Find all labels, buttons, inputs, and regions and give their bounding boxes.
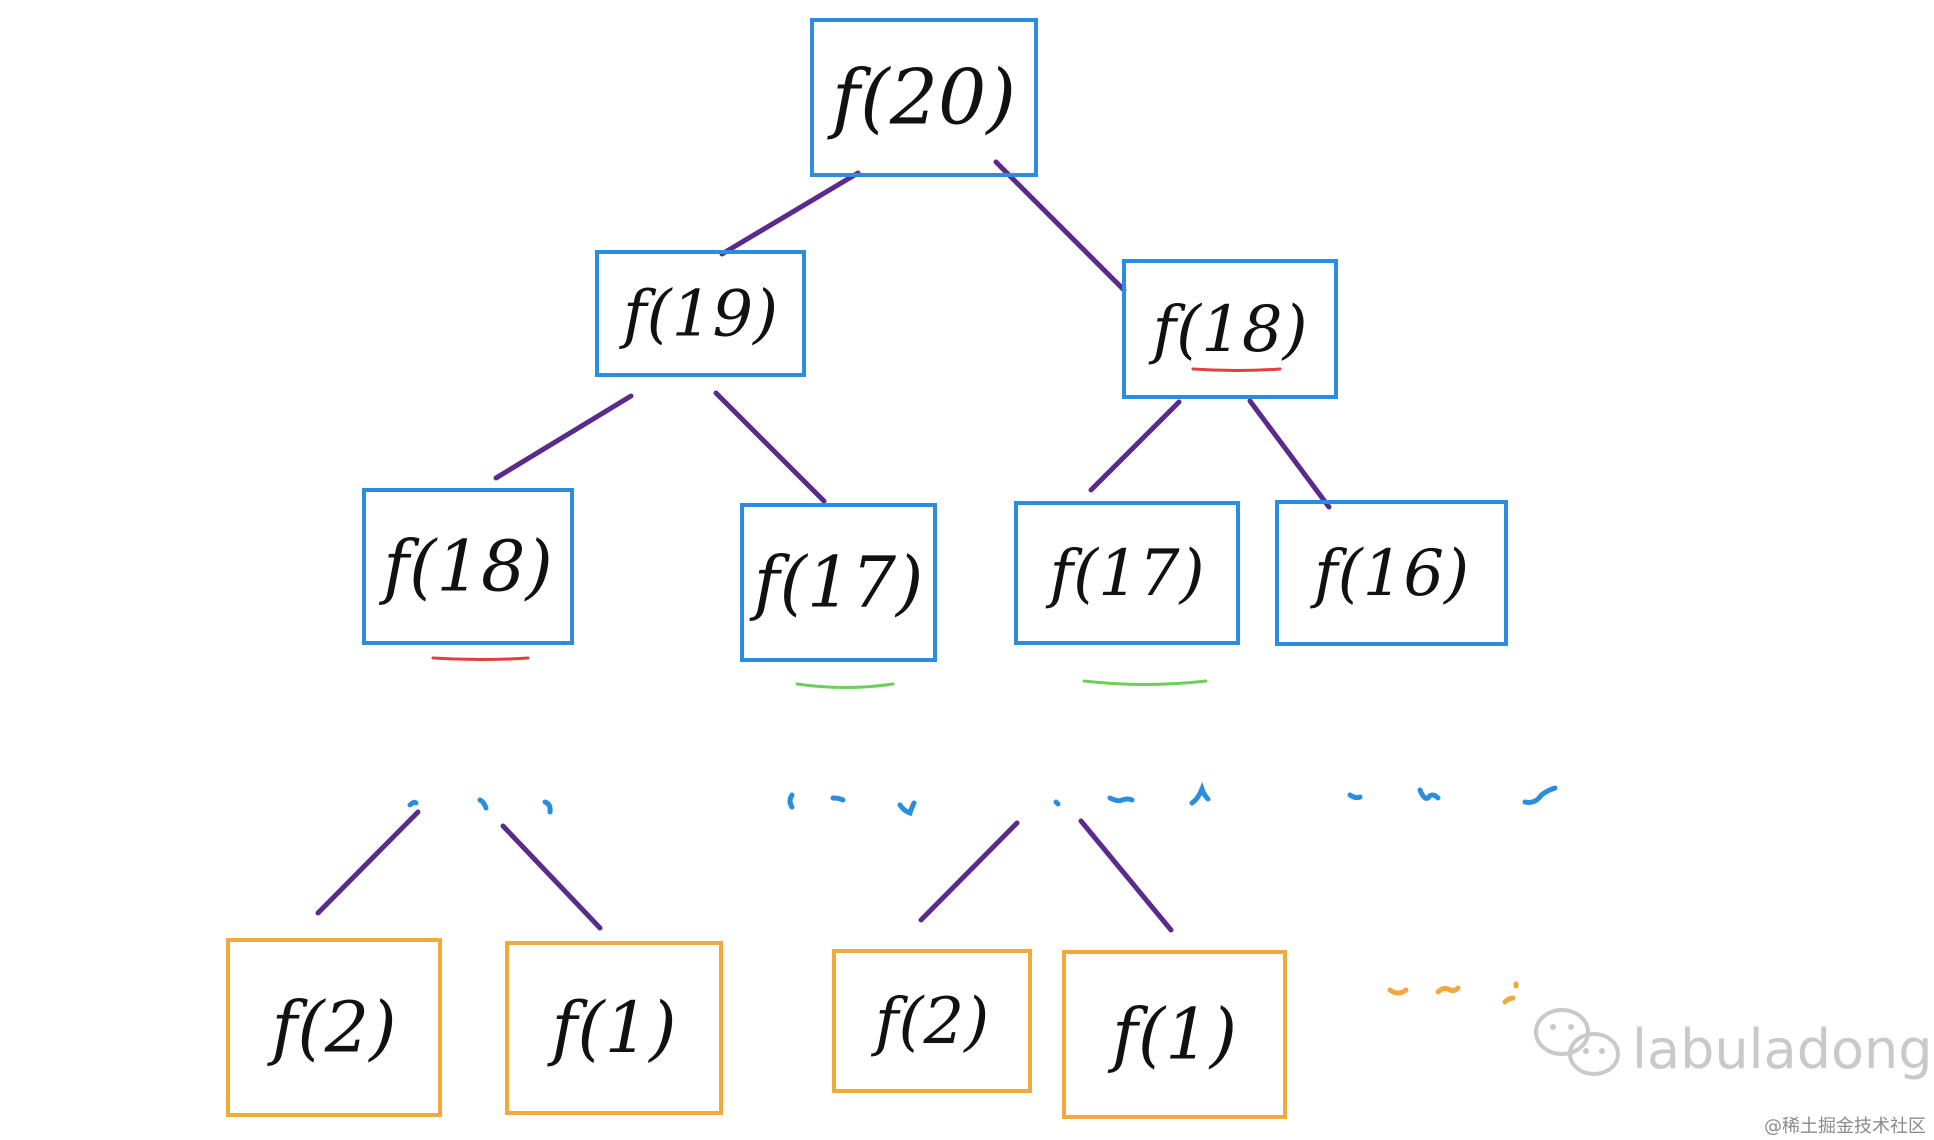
dot-mark	[830, 795, 846, 803]
underline-n18b	[1191, 367, 1282, 372]
dot-mark	[787, 792, 795, 810]
edge-dots-to-f1-left	[500, 823, 603, 931]
source-credit: @稀土掘金技术社区	[1764, 1116, 1926, 1137]
dot-mark	[1189, 781, 1211, 806]
node-n18a: f(18)	[362, 488, 574, 645]
dot-mark	[1435, 985, 1461, 995]
node-box	[1122, 259, 1338, 399]
node-l2a: f(2)	[226, 938, 442, 1117]
ellipsis-dots-orange	[1387, 981, 1519, 1005]
edge-n19-n18a	[493, 393, 634, 481]
edge-dots-to-f2-left	[315, 809, 421, 916]
node-label: f(20)	[827, 52, 1016, 141]
edge-n19-n17a	[713, 390, 827, 504]
node-label: f(18)	[1148, 293, 1307, 367]
dot-mark	[542, 799, 553, 815]
node-label: f(1)	[546, 987, 676, 1069]
edge-dots-to-f1-right	[1078, 818, 1174, 933]
node-label: f(2)	[266, 986, 396, 1068]
node-n16: f(16)	[1275, 500, 1508, 646]
node-l2b: f(2)	[832, 949, 1032, 1093]
dot-mark	[477, 797, 489, 811]
watermark: labuladong	[1534, 1008, 1933, 1081]
node-label: f(1)	[1107, 993, 1237, 1075]
node-n18b: f(18)	[1122, 259, 1338, 399]
node-n19: f(19)	[595, 250, 806, 377]
edge-root-n19	[719, 170, 861, 257]
node-label: f(17)	[1045, 537, 1204, 611]
edge-root-n18b	[993, 159, 1127, 293]
edge-n18b-n16	[1247, 398, 1332, 510]
dot-mark	[1053, 799, 1061, 807]
node-label: f(19)	[619, 277, 778, 351]
edge-n18b-n17b	[1088, 399, 1182, 493]
edges	[493, 159, 1332, 510]
node-box	[595, 250, 806, 377]
node-box	[226, 938, 442, 1117]
node-l1b: f(1)	[1062, 950, 1287, 1119]
node-box	[362, 488, 574, 645]
node-label: f(2)	[871, 985, 989, 1059]
node-box	[1014, 501, 1240, 645]
node-box	[740, 503, 937, 662]
dot-mark	[1502, 995, 1516, 1005]
dot-mark	[1417, 787, 1441, 801]
underline-n17b	[1082, 679, 1208, 686]
node-root: f(20)	[810, 18, 1038, 177]
dot-mark	[897, 800, 917, 817]
leaf-edges	[315, 809, 1174, 933]
dot-mark	[1522, 785, 1558, 805]
node-box	[1062, 950, 1287, 1119]
node-label: f(18)	[378, 525, 553, 607]
node-box	[505, 941, 723, 1115]
underlines	[431, 367, 1282, 689]
dot-mark	[1107, 795, 1135, 804]
node-l1a: f(1)	[505, 941, 723, 1115]
node-n17b: f(17)	[1014, 501, 1240, 645]
nodes: f(20) f(19) f(18) f(18) f(17) f(17) f(16) f(2) f…	[226, 18, 1508, 1119]
node-box	[832, 949, 1032, 1093]
underline-n17a	[795, 682, 895, 689]
watermark-text: labuladong	[1632, 1018, 1933, 1081]
edge-dots-to-f2-right	[918, 820, 1020, 923]
node-box	[810, 18, 1038, 177]
dot-mark	[407, 799, 419, 808]
node-label: f(16)	[1310, 537, 1469, 611]
node-n17a: f(17)	[740, 503, 937, 662]
ellipsis-dots-blue	[407, 781, 1558, 817]
node-label: f(17)	[749, 541, 924, 623]
dot-mark	[1347, 792, 1363, 801]
dot-mark	[1387, 987, 1409, 996]
underline-n18a	[431, 656, 530, 661]
wechat-icon	[1534, 1008, 1620, 1076]
node-box	[1275, 500, 1508, 646]
